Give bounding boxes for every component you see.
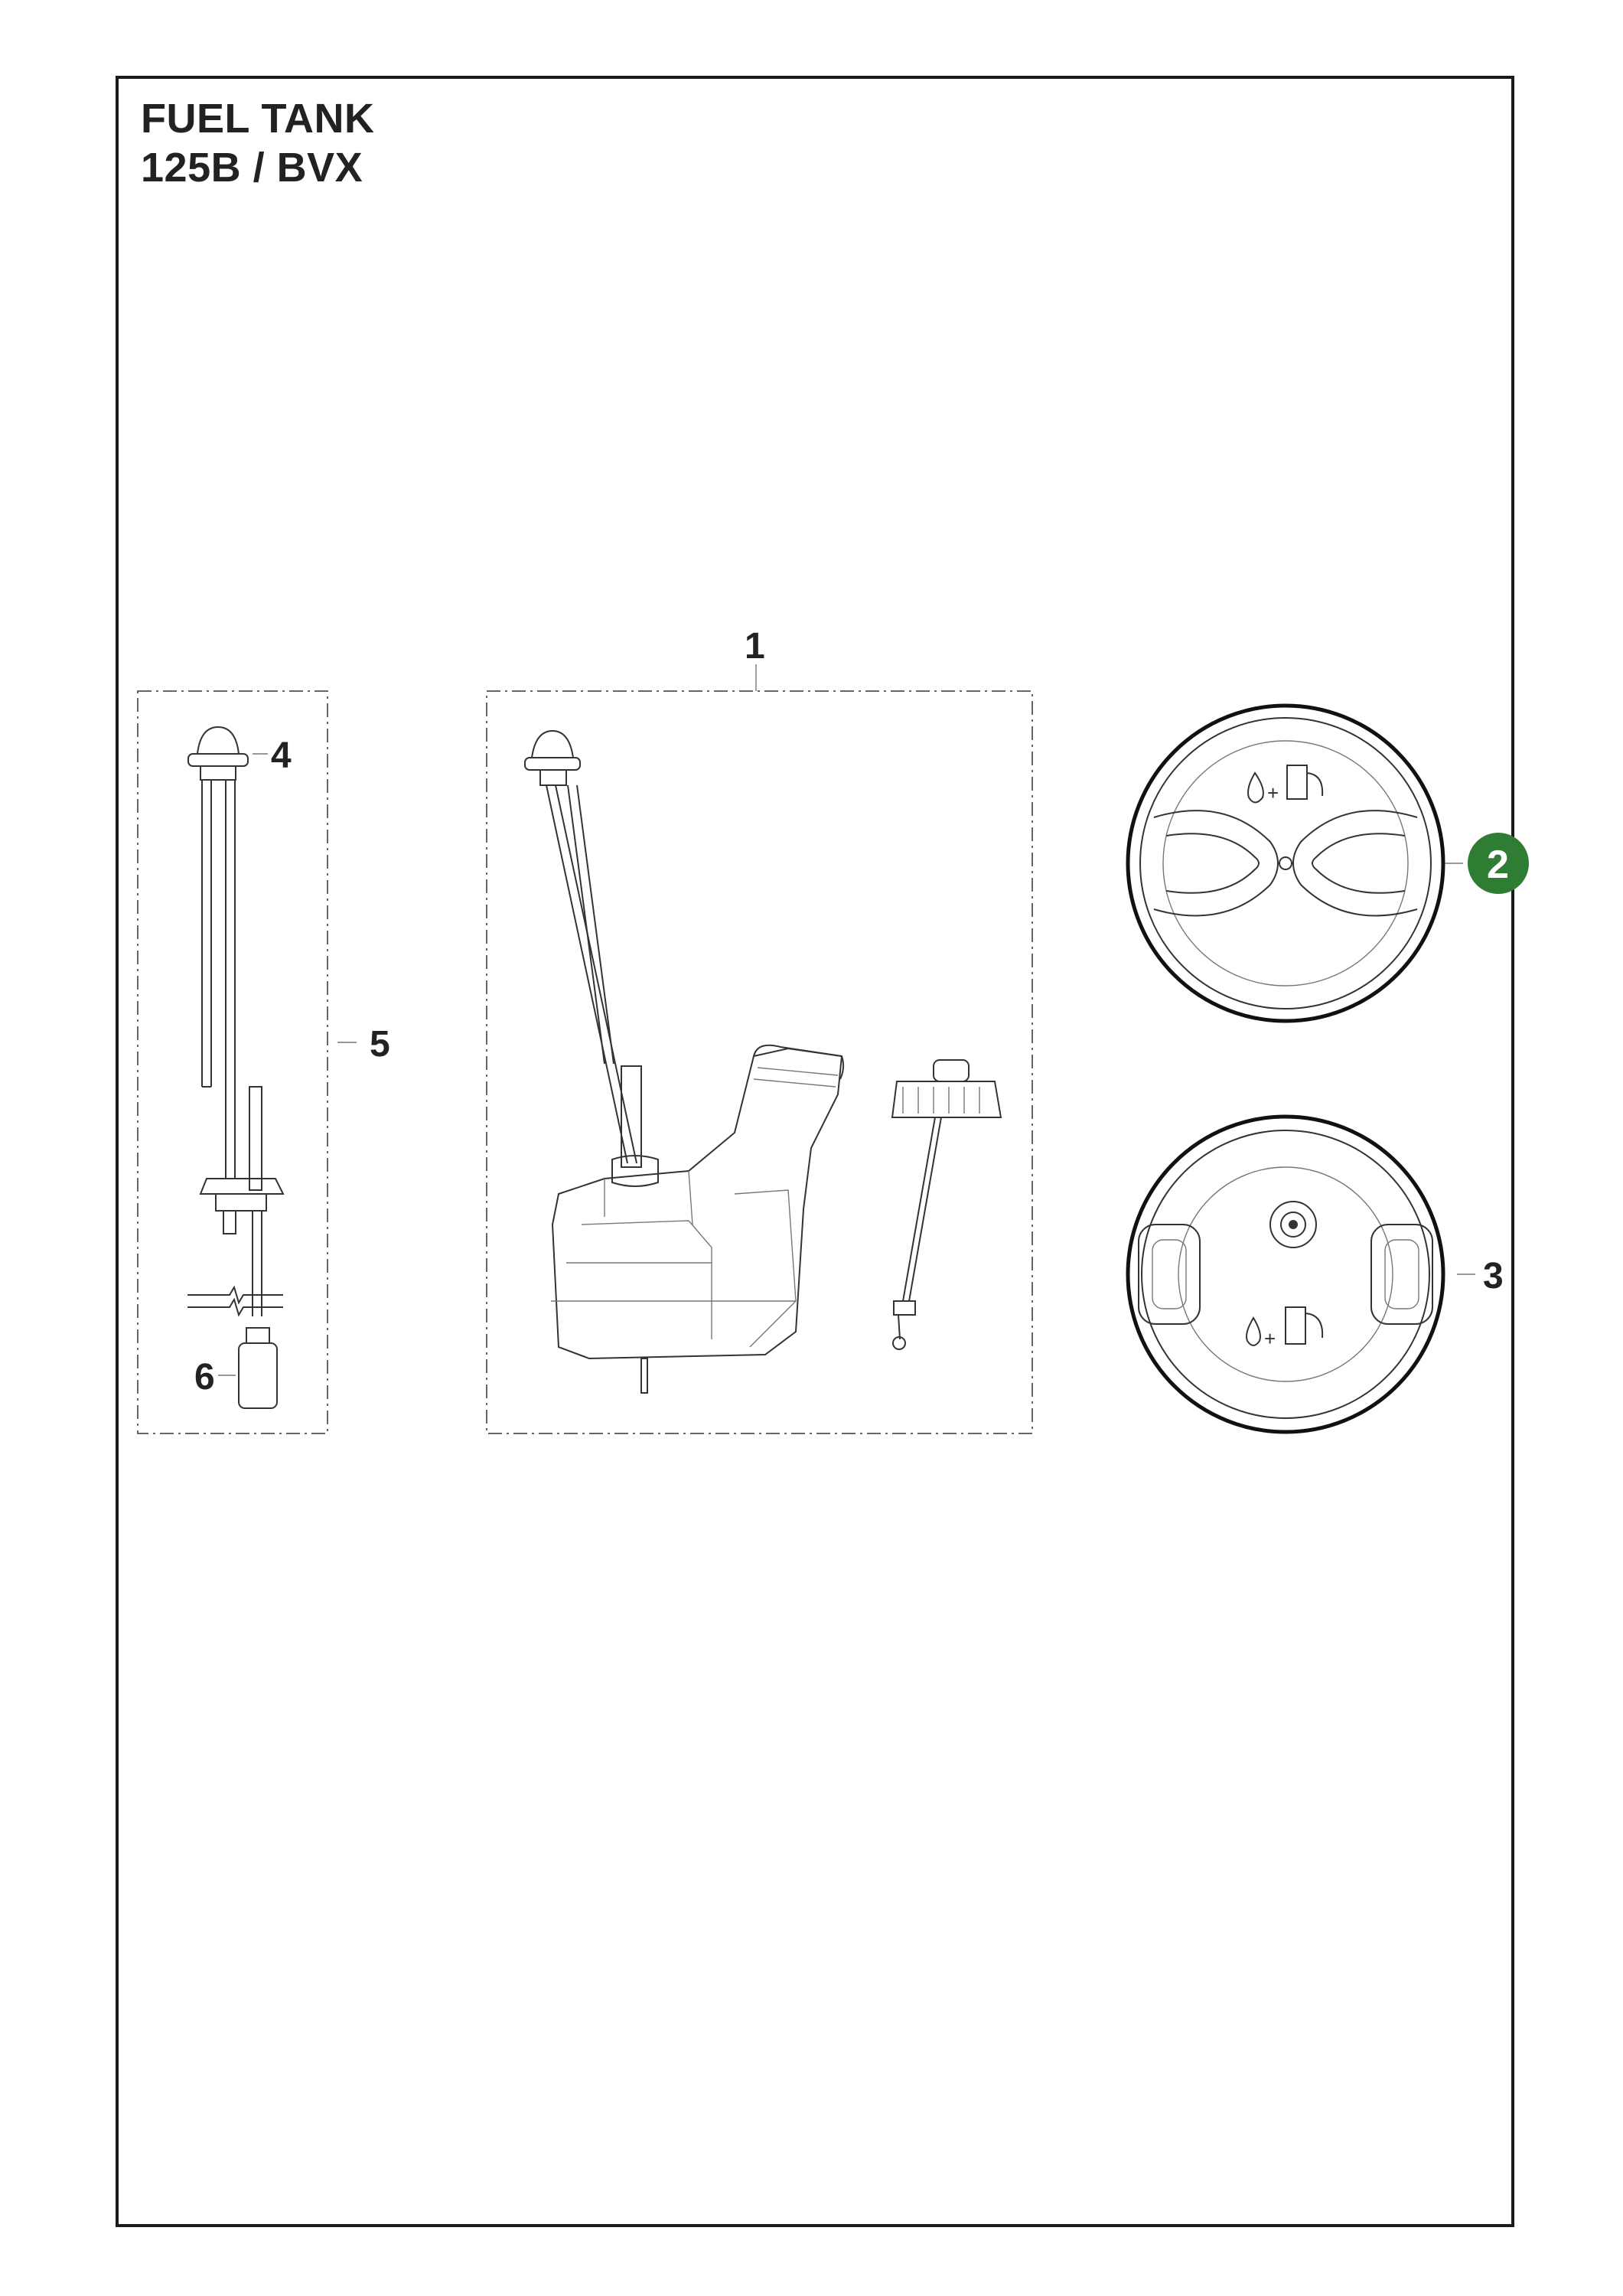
fuel-hose-assembly <box>187 726 285 1409</box>
assembly-1-outline <box>486 690 1033 1434</box>
assembly-5-outline <box>137 690 328 1434</box>
page-border <box>116 76 1514 2227</box>
svg-text:+: + <box>1267 781 1279 804</box>
callout-3: 3 <box>1483 1256 1504 1296</box>
oil-drop-icon <box>1247 771 1264 804</box>
oil-drop-icon <box>1246 1316 1261 1346</box>
model-subtitle: 125B / BVX <box>141 145 363 191</box>
fuel-pump-icon <box>1285 1306 1306 1345</box>
callout-4: 4 <box>271 735 292 776</box>
fuel-cap-top-view: + <box>1126 703 1445 1023</box>
callout-2: 2 <box>1487 843 1509 887</box>
page-title: FUEL TANK <box>141 96 375 142</box>
fuel-pump-icon <box>1286 765 1308 800</box>
callout-1: 1 <box>745 626 765 667</box>
callout-6: 6 <box>194 1357 215 1397</box>
fuel-cap-bottom-view: + <box>1126 1114 1445 1434</box>
callout-5: 5 <box>370 1024 390 1065</box>
callout-2-highlight <box>1468 833 1529 894</box>
fuel-tank-assembly <box>524 729 1002 1394</box>
svg-text:+: + <box>1264 1327 1276 1350</box>
